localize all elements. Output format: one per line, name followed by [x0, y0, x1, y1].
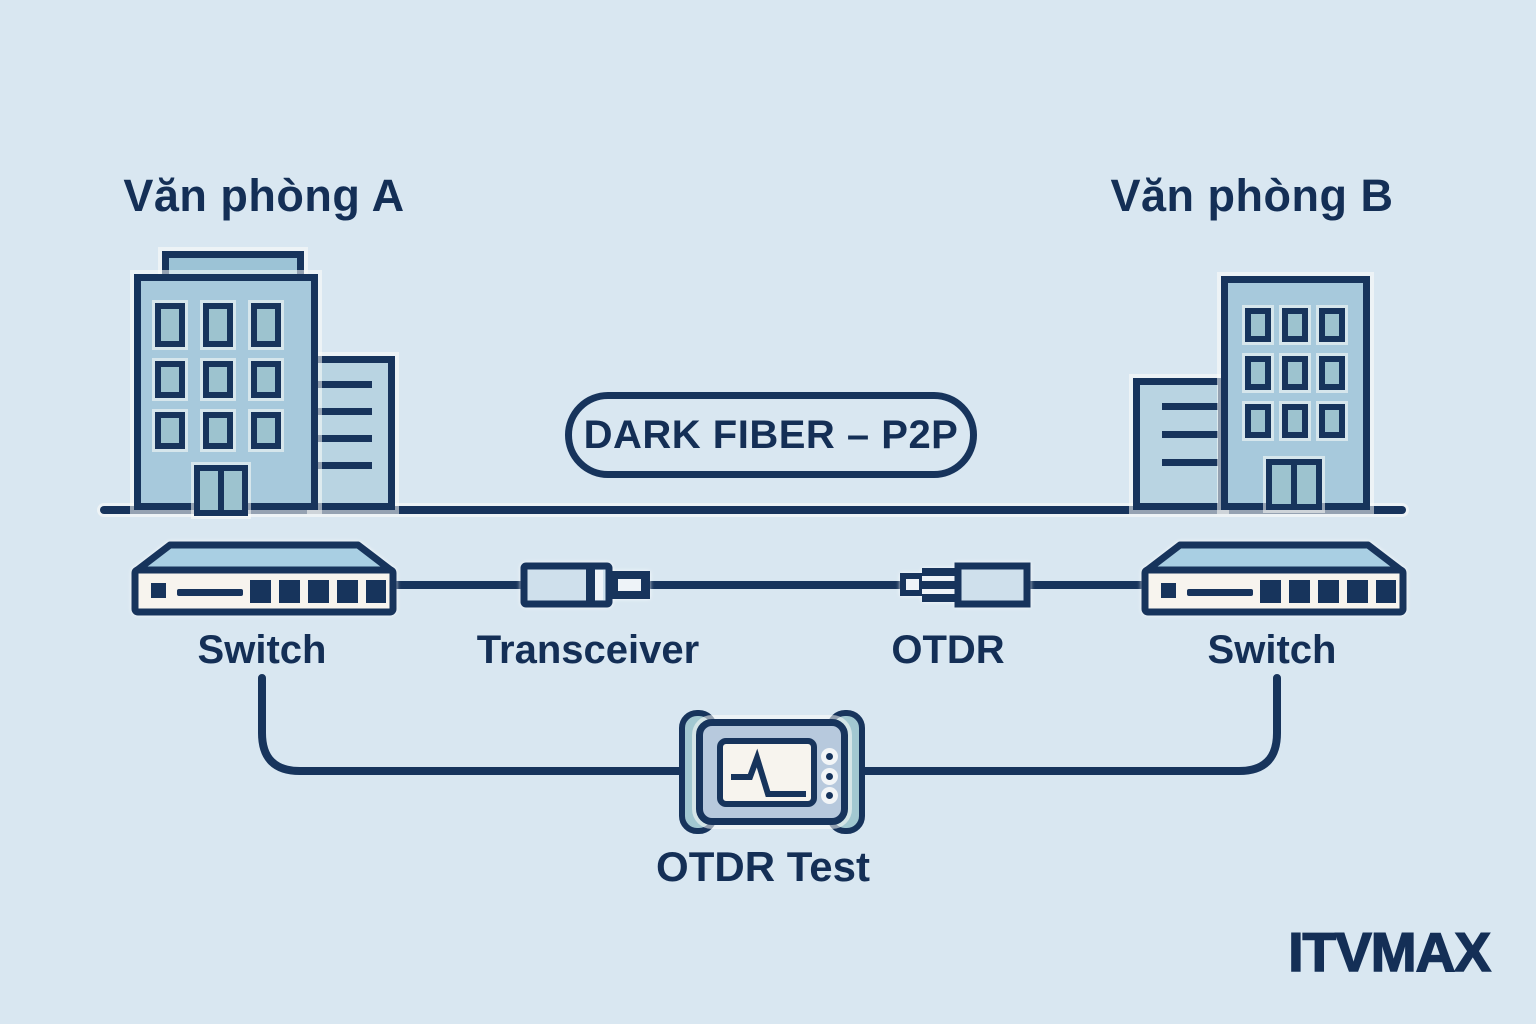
- sfp-transceiver-icon: [520, 562, 650, 608]
- dark-fiber-pill: DARK FIBER – P2P: [565, 392, 977, 478]
- tester-screen: [717, 738, 817, 807]
- fiber-segment: [648, 581, 906, 589]
- tester-body: [696, 719, 848, 825]
- office-a-title: Văn phòng A: [123, 170, 405, 221]
- brand-logo: ITVMAX: [1287, 920, 1491, 984]
- building-a-door: [194, 465, 248, 516]
- fiber-connector-icon: [900, 562, 1031, 608]
- tester-button: [821, 787, 838, 804]
- building-b-windows: [1245, 308, 1345, 438]
- tester-button: [821, 748, 838, 765]
- transceiver-label: Transceiver: [476, 628, 700, 672]
- switch-b-label: Switch: [1207, 628, 1337, 672]
- dark-fiber-label: DARK FIBER – P2P: [583, 412, 959, 457]
- network-switch-icon: [1141, 541, 1407, 616]
- otdr-test-label: OTDR Test: [656, 843, 870, 890]
- office-b-title: Văn phòng B: [1110, 170, 1394, 221]
- network-switch-icon: [131, 541, 397, 616]
- fiber-segment: [1026, 581, 1144, 589]
- otdr-trace: [731, 748, 806, 797]
- building-b-annex: [1133, 378, 1225, 510]
- tester-button: [821, 768, 838, 785]
- switch-a-label: Switch: [197, 628, 327, 672]
- building-a-tower: [134, 274, 318, 516]
- otdr-label: OTDR: [891, 628, 1005, 672]
- building-b-tower: [1221, 276, 1370, 510]
- building-a-windows: [155, 303, 281, 449]
- building-a-annex: [311, 356, 395, 510]
- ground-line: [100, 506, 1406, 514]
- building-b-door: [1266, 459, 1322, 510]
- fiber-segment: [392, 581, 524, 589]
